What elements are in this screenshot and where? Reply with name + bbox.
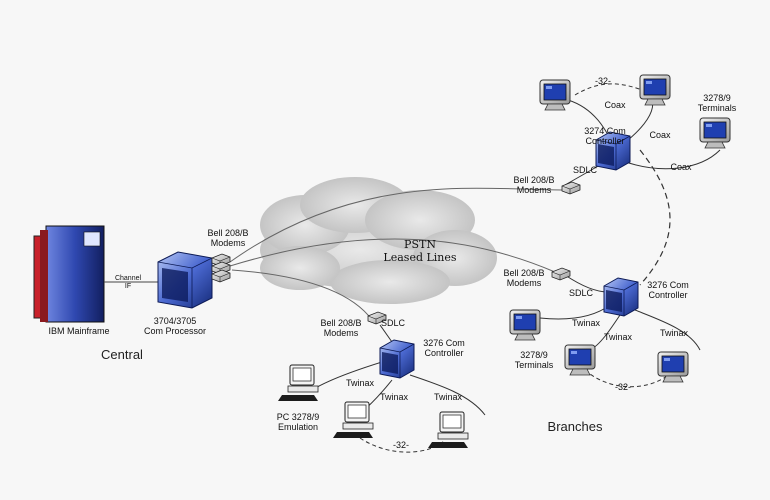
pc-icon — [332, 401, 374, 439]
middle-sdlc-label: SDLC — [568, 288, 593, 298]
central-region-label: Central — [101, 347, 143, 362]
pstn-cloud — [260, 177, 497, 304]
bottom-count-label: -32- — [392, 440, 409, 450]
top-modem-label: Bell 208/B Modems — [513, 175, 555, 195]
modem-icon — [551, 267, 571, 281]
bottom-controller-label: 3276 Com Controller — [423, 338, 465, 358]
middle-controller-label: 3276 Com Controller — [647, 280, 689, 300]
mainframe-icon — [33, 225, 105, 323]
bottom-twinax-label: Twinax — [433, 392, 462, 402]
terminal-icon — [539, 79, 571, 111]
bottom-twinax-label: Twinax — [379, 392, 408, 402]
top-coax-label: Coax — [604, 100, 626, 110]
central-modems-label: Bell 208/B Modems — [207, 228, 249, 248]
central-modems-icon — [211, 253, 231, 283]
terminal-icon — [657, 351, 689, 383]
mainframe-label: IBM Mainframe — [48, 326, 110, 336]
top-coax-label: Coax — [649, 130, 671, 140]
terminal-icon — [509, 309, 541, 341]
controller-3276-icon — [379, 339, 415, 379]
bottom-modem-label: Bell 208/B Modems — [320, 318, 362, 338]
pc-icon — [427, 411, 469, 449]
pc-icon — [277, 364, 319, 402]
bottom-sdlc-label: SDLC — [380, 318, 405, 328]
cloud-label: PSTN Leased Lines — [383, 238, 457, 264]
middle-count-label: -32- — [614, 382, 631, 392]
top-terminals-label: 3278/9 Terminals — [697, 93, 737, 113]
branches-region-label: Branches — [547, 419, 603, 434]
channel-label: Channel IF — [114, 275, 142, 290]
modem-icon — [561, 181, 581, 195]
top-sdlc-label: SDLC — [572, 165, 597, 175]
terminal-icon — [639, 74, 671, 106]
emulation-label: PC 3278/9 Emulation — [276, 412, 320, 432]
middle-twinax-label: Twinax — [659, 328, 688, 338]
top-coax-label: Coax — [670, 162, 692, 172]
middle-twinax-label: Twinax — [571, 318, 600, 328]
terminal-icon — [564, 344, 596, 376]
terminal-icon — [699, 117, 731, 149]
middle-twinax-label: Twinax — [603, 332, 632, 342]
com-processor-label: 3704/3705 Com Processor — [143, 316, 206, 336]
top-controller-label: 3274 Com Controller — [584, 126, 626, 146]
top-branch — [564, 83, 721, 186]
bottom-twinax-label: Twinax — [345, 378, 374, 388]
com-processor-icon — [157, 251, 213, 309]
controller-3276-icon — [603, 277, 639, 317]
leased-lines — [229, 187, 566, 321]
middle-terminals-label: 3278/9 Terminals — [514, 350, 554, 370]
controller-link — [639, 149, 671, 286]
middle-modem-label: Bell 208/B Modems — [503, 268, 545, 288]
top-count-label: -32- — [594, 76, 611, 86]
